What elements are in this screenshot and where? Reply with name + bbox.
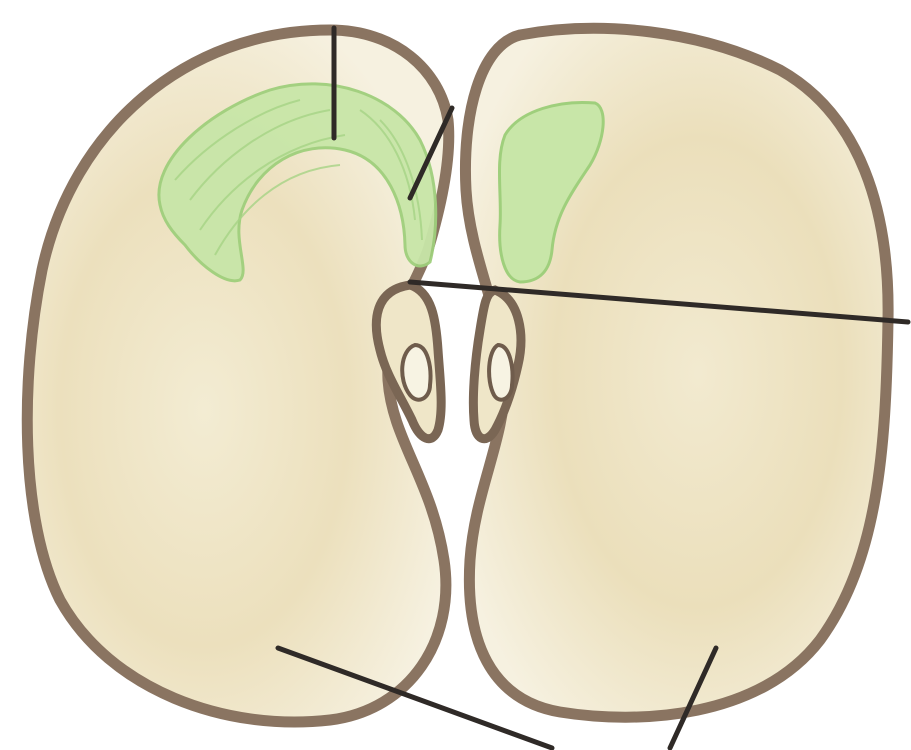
hilum-right [489, 345, 512, 400]
hilum-left [402, 345, 430, 400]
